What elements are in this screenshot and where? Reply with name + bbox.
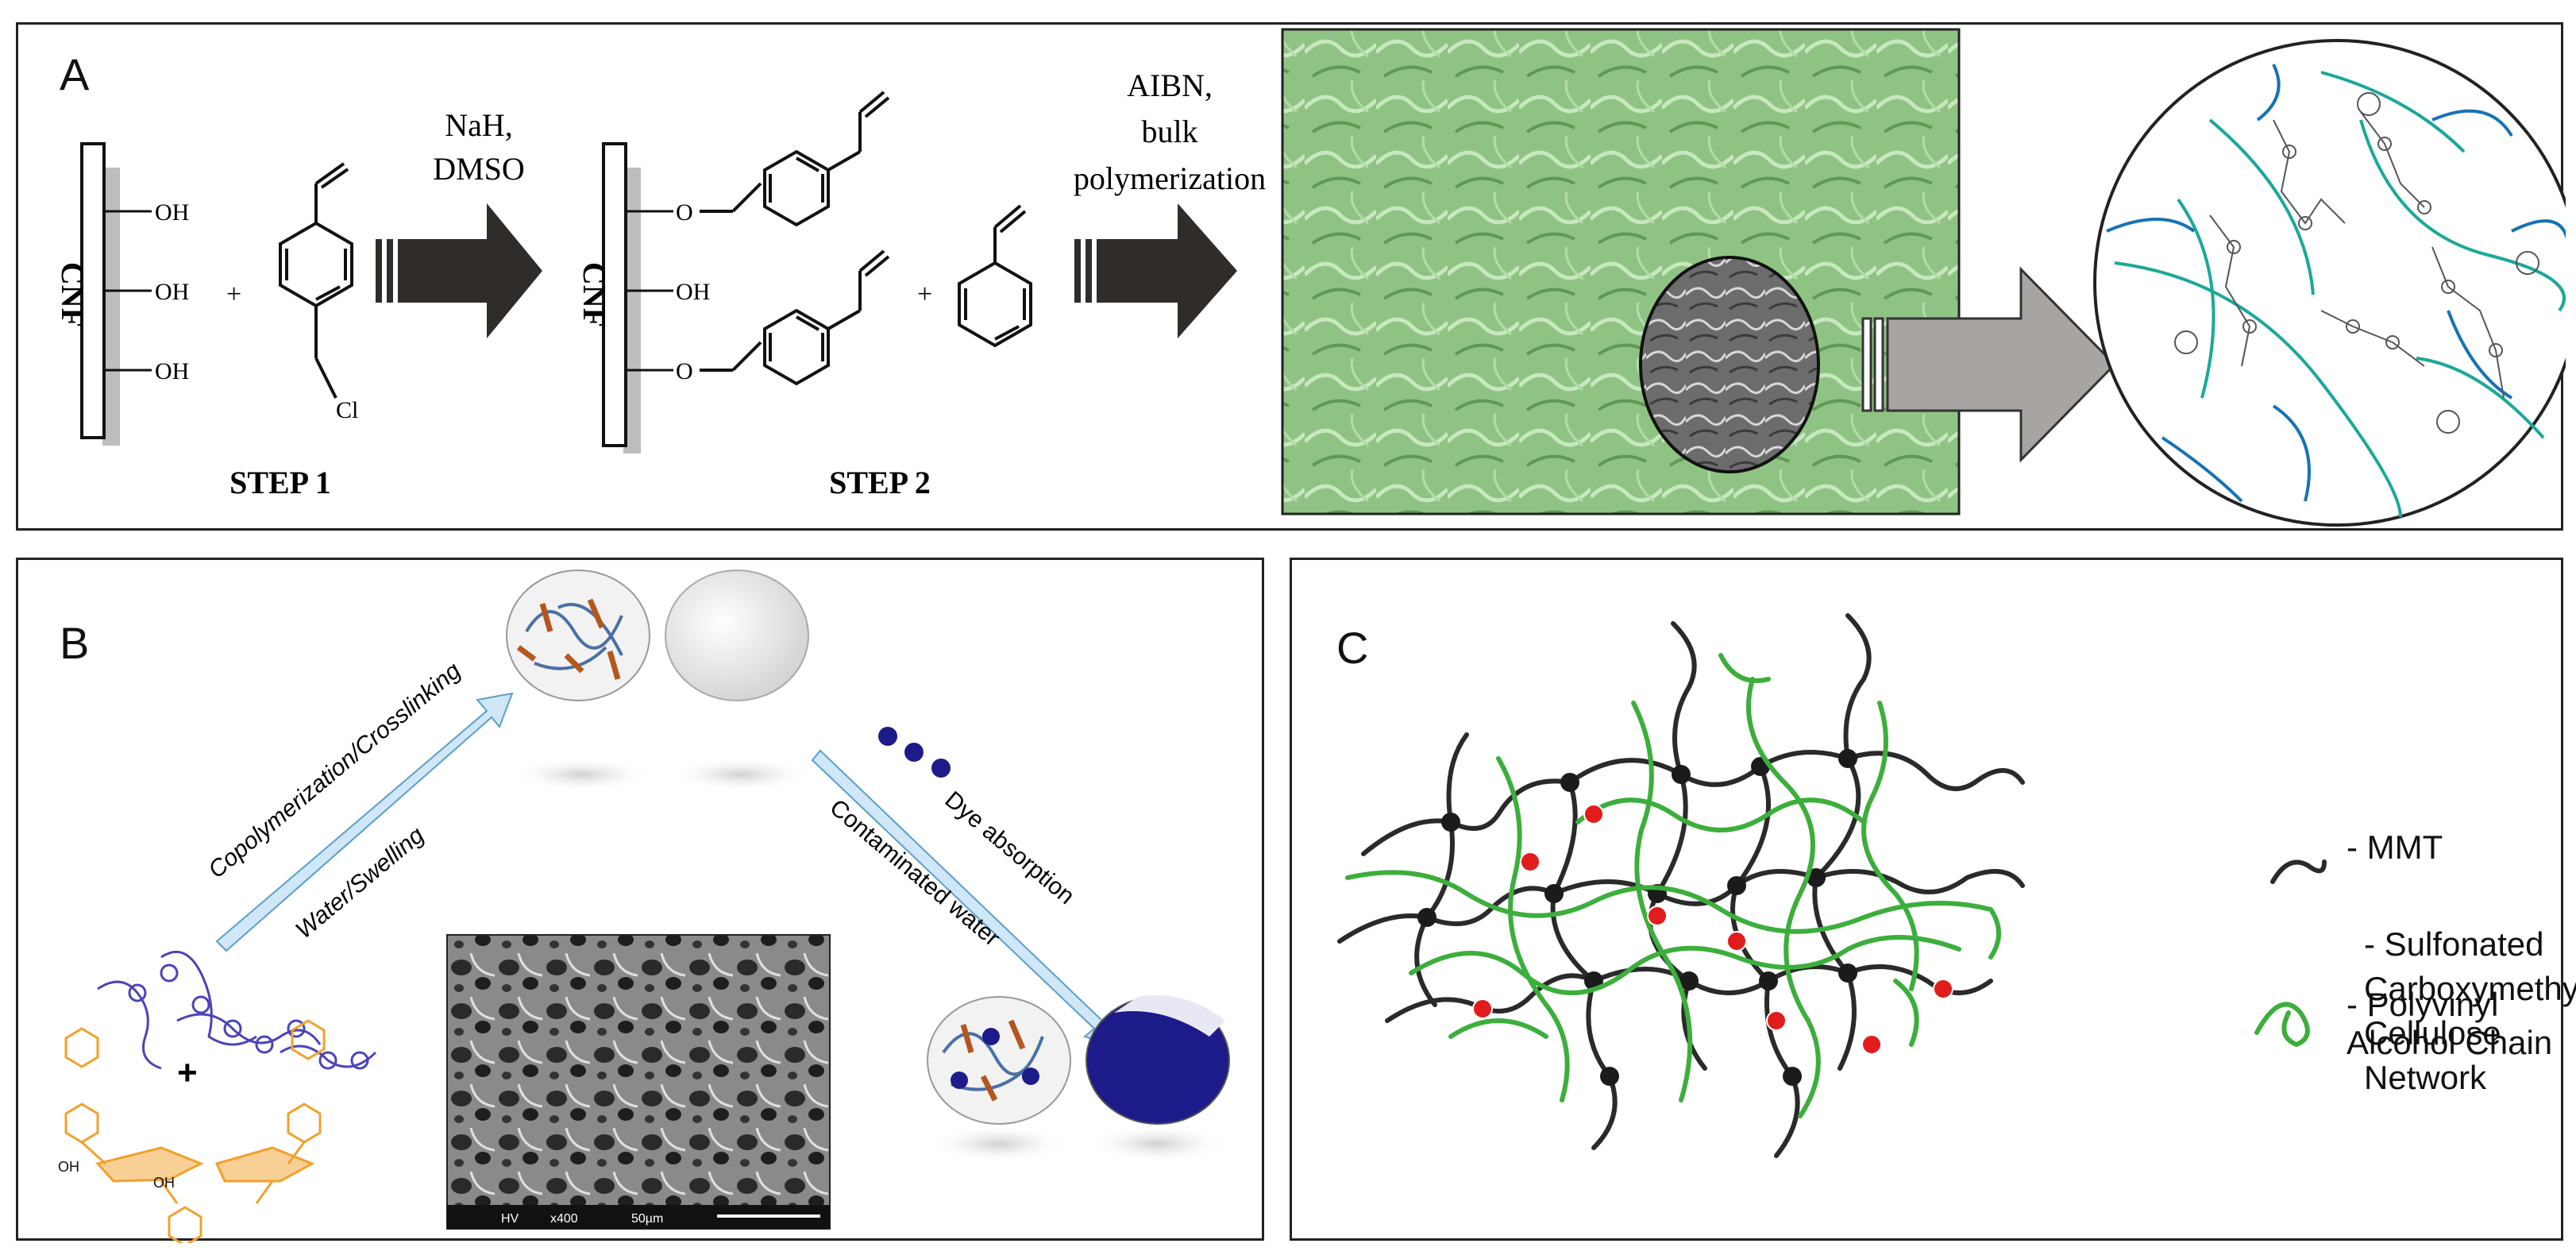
reagent2-line3: polymerization xyxy=(1074,160,1266,196)
cnf-label-1: CNF xyxy=(55,262,91,327)
vinylbenzyl-ether-bottom xyxy=(700,249,890,386)
sem-mag: x400 xyxy=(550,1212,578,1226)
legend-cmc-label: - Sulfonated Carboxymethyl Cellulose Net… xyxy=(2364,922,2576,1100)
arrow1-bottom-label: Water/Swelling xyxy=(291,822,429,944)
dye-loaded-network-circle xyxy=(927,996,1071,1125)
o-label-1: O xyxy=(676,199,693,226)
oh-label-4: OH xyxy=(676,279,710,305)
oh-label-b2: OH xyxy=(153,1175,175,1191)
shadow-4 xyxy=(1086,1125,1229,1163)
cnf-fiber-1 xyxy=(80,142,152,446)
panel-c-letter: C xyxy=(1336,623,1369,673)
sucrose-derivative-orange xyxy=(64,1102,322,1243)
pva-chains-green xyxy=(1345,653,2001,1118)
dye-dot-3 xyxy=(931,759,951,778)
legend-cmc-line2: Carboxymethyl xyxy=(2364,970,2576,1007)
step2-label: STEP 2 xyxy=(829,465,931,500)
plus-sign-b: + xyxy=(177,1053,198,1092)
vinyl-groups-orange-top xyxy=(64,1019,326,1068)
styrene-structure xyxy=(958,204,1032,348)
sem-image-porous xyxy=(446,934,831,1230)
oh-label-2: OH xyxy=(155,279,189,305)
shadow-1 xyxy=(511,757,654,792)
network-nodes xyxy=(1417,749,1857,1086)
oh-label-b1: OH xyxy=(58,1159,79,1175)
dye-dot-2 xyxy=(904,743,924,762)
cl-label: Cl xyxy=(336,397,358,423)
polymer-network-circle xyxy=(2093,39,2566,527)
panel-b-scheme: Copolymerization/Crosslinking Water/Swel… xyxy=(58,570,1230,1243)
legend-mmt-symbol xyxy=(1647,906,1668,926)
vinylbenzyl-ether-top xyxy=(700,91,890,227)
sem-hv: HV xyxy=(501,1212,519,1226)
cnf-label-2: CNF xyxy=(577,262,612,327)
swollen-gel-circle xyxy=(665,570,809,701)
plus-sign-1: + xyxy=(226,280,241,309)
legend-cmc-line1: - Sulfonated xyxy=(2364,925,2544,963)
legend-cmc-symbol xyxy=(2270,859,2327,884)
panel-b: B Copolymerization/Crosslinking Water/Sw… xyxy=(16,558,1264,1243)
legend-mmt-label: - MMT xyxy=(2347,828,2443,866)
reagent2-line1: AIBN, xyxy=(1127,68,1213,103)
reagent1-line1: NaH, xyxy=(445,107,513,143)
reaction-arrow-1 xyxy=(376,203,542,338)
sem-image-green xyxy=(1281,28,1961,516)
sem-scale: 50µm xyxy=(631,1212,663,1226)
sem-inset-gray xyxy=(1639,256,1820,473)
gray-arrow xyxy=(1861,266,2117,463)
crosslinker-structure-purple xyxy=(97,950,377,1070)
panel-a-letter: A xyxy=(60,49,90,99)
panel-c-network xyxy=(1337,613,2327,1158)
o-label-2: O xyxy=(676,358,693,384)
legend-cmc-line3: Cellulose Network xyxy=(2364,1014,2501,1096)
shadow-3 xyxy=(927,1125,1070,1163)
dyed-gel-circle xyxy=(1086,995,1230,1125)
plus-sign-2: + xyxy=(917,280,932,309)
reaction-arrow-2 xyxy=(1074,203,1237,338)
shadow-2 xyxy=(669,757,812,792)
cmc-network-black xyxy=(1337,613,2025,1158)
step1-label: STEP 1 xyxy=(229,465,331,500)
reagent1-line2: DMSO xyxy=(433,151,525,187)
panel-a-scheme: CNF OH OH OH + Cl NaH, DMSO xyxy=(55,28,2566,527)
panel-a: A CNF OH OH OH + Cl NaH, DMSO xyxy=(16,22,2566,531)
cnf-fiber-2 xyxy=(602,142,673,454)
dye-dot-1 xyxy=(878,727,897,746)
reagent2-line2: bulk xyxy=(1141,114,1197,149)
vinylbenzyl-chloride-structure xyxy=(279,162,353,399)
panel-b-letter: B xyxy=(60,618,90,668)
oh-label-3: OH xyxy=(155,358,189,384)
legend-pva-symbol xyxy=(2254,1002,2310,1048)
arrow-copolymerization xyxy=(215,692,514,952)
hydrogel-network-circle xyxy=(506,570,650,701)
legend-pva-label: - Polyvinyl Alcohol Chain xyxy=(2347,986,2553,1061)
mmt-particles xyxy=(1472,804,1953,1055)
oh-label-1: OH xyxy=(155,199,189,226)
panel-c: C xyxy=(1290,558,2576,1241)
